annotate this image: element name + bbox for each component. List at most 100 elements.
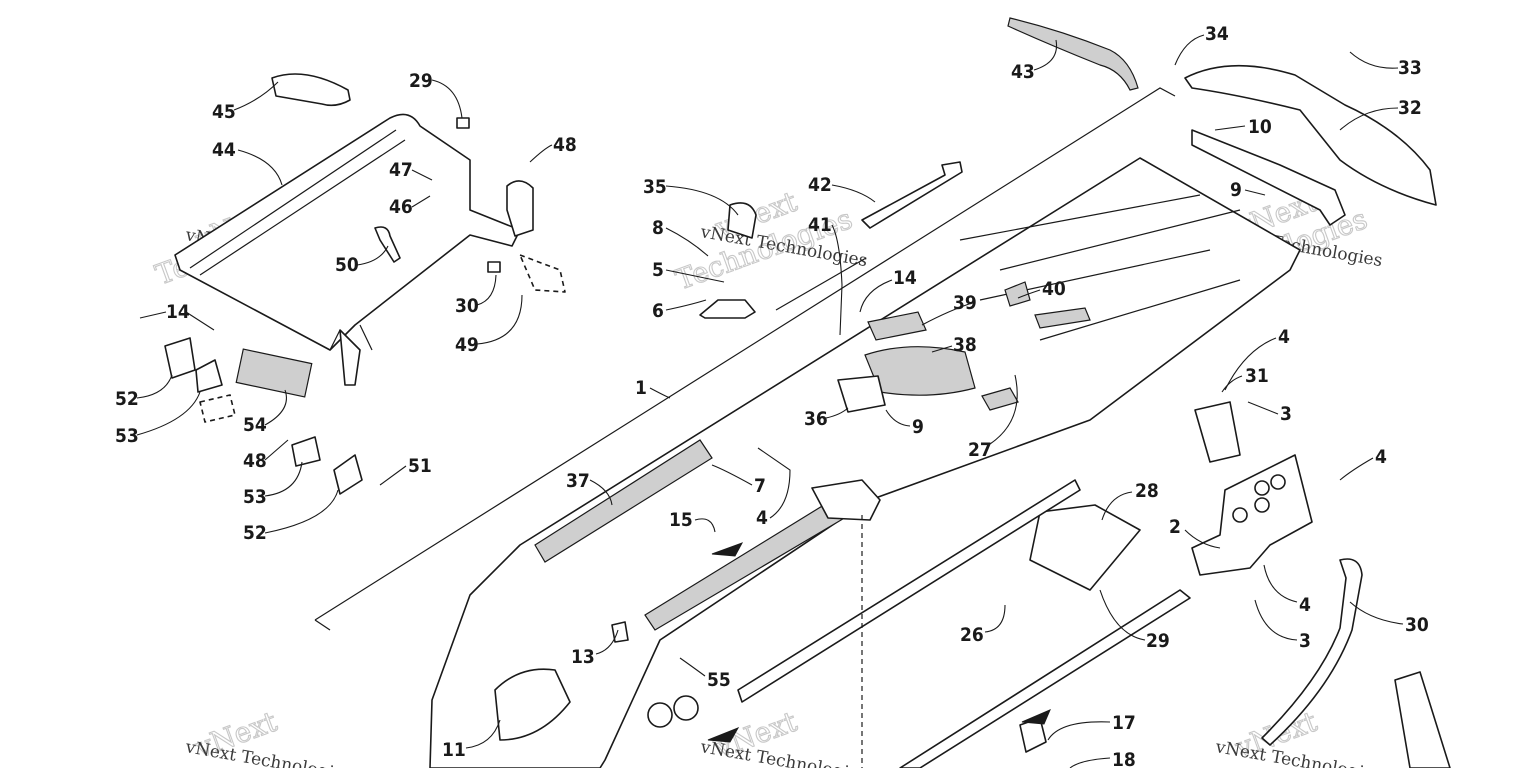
part-label-5: 5 xyxy=(652,259,664,281)
leader-13 xyxy=(595,629,619,655)
running-board-rail xyxy=(737,479,1081,703)
grab-handle-part xyxy=(1261,558,1363,746)
leader-40 xyxy=(1017,289,1041,299)
pad-small-part xyxy=(981,387,1019,411)
lower-rail-part xyxy=(899,589,1191,768)
part-label-13: 13 xyxy=(571,646,595,668)
pad-small-part xyxy=(1034,307,1091,329)
tunnel-body-part xyxy=(429,157,1301,768)
leader-11 xyxy=(465,719,501,749)
trim-rod-part xyxy=(775,257,867,311)
part-label-7: 7 xyxy=(754,475,766,497)
arrow-marker-icon xyxy=(707,727,740,743)
part-label-36: 36 xyxy=(804,408,828,430)
leader-47 xyxy=(411,169,433,181)
part-label-3b: 3 xyxy=(1299,630,1311,652)
part-label-45: 45 xyxy=(212,101,236,123)
pad-small-part xyxy=(867,311,927,341)
callouts: 45 44 29 48 47 46 50 30 49 14 52 53 54 4… xyxy=(115,23,1429,768)
leader-6 xyxy=(665,299,707,311)
bracket-small-part xyxy=(611,621,629,643)
leader-48b xyxy=(264,439,289,461)
plate-hole xyxy=(1270,474,1286,490)
flap-part xyxy=(1007,17,1139,91)
leader-18 xyxy=(1069,757,1111,768)
leader-43 xyxy=(1033,39,1058,71)
part-label-38: 38 xyxy=(953,334,977,356)
part-label-4b: 4 xyxy=(1375,446,1387,468)
leader-26 xyxy=(984,604,1006,633)
leader-36 xyxy=(825,407,849,419)
leader-42 xyxy=(831,184,876,203)
leader-55 xyxy=(679,657,706,677)
leader-44 xyxy=(237,149,283,186)
leader-2 xyxy=(1184,529,1221,549)
leader-38 xyxy=(931,345,953,353)
leader-35 xyxy=(665,185,739,216)
part-label-50: 50 xyxy=(335,254,359,276)
bumper-frame-part xyxy=(174,113,521,351)
rear-cap-part xyxy=(1184,64,1437,206)
leader-30b xyxy=(1349,601,1404,625)
leader-17 xyxy=(1047,721,1111,741)
rear-bumper-assembly xyxy=(164,73,566,495)
leader-53 xyxy=(136,391,201,436)
leader-27 xyxy=(989,374,1018,445)
leader-9 xyxy=(1244,189,1266,196)
part-label-15: 15 xyxy=(669,509,693,531)
arrow-marker-icon xyxy=(1021,709,1051,725)
side-plate-part xyxy=(1191,454,1313,576)
cover-plate-part xyxy=(494,668,571,741)
leader-8 xyxy=(665,227,709,257)
leader-4 xyxy=(1224,337,1277,391)
leader-34 xyxy=(1174,34,1205,66)
leader-4b xyxy=(1339,457,1374,481)
part-label-53b: 53 xyxy=(243,486,267,508)
part-label-37: 37 xyxy=(566,470,590,492)
center-bracket-part xyxy=(837,375,886,413)
part-label-52: 52 xyxy=(115,388,139,410)
arrow-marker-icon xyxy=(711,542,744,557)
part-label-14: 14 xyxy=(166,301,190,323)
part-label-32: 32 xyxy=(1398,97,1422,119)
frame-boundary-line xyxy=(314,87,1176,621)
part-label-41: 41 xyxy=(808,214,832,236)
rear-rail-part xyxy=(1191,129,1346,226)
leader-32 xyxy=(1339,107,1399,131)
part-label-49: 49 xyxy=(455,334,479,356)
leader-29b xyxy=(1099,589,1146,641)
leader-9b xyxy=(885,409,911,427)
leader-29 xyxy=(431,79,463,119)
leader-28 xyxy=(1101,491,1133,521)
leader-4d xyxy=(1263,564,1298,603)
leader-33 xyxy=(1349,51,1399,69)
bumper-clip-part xyxy=(456,117,470,129)
part-label-43: 43 xyxy=(1011,61,1035,83)
assembly-outline xyxy=(314,87,1176,631)
part-label-4: 4 xyxy=(1278,326,1290,348)
plate-hole xyxy=(1254,497,1270,513)
part-label-40: 40 xyxy=(1042,278,1066,300)
leader-10 xyxy=(1214,125,1246,131)
leader-3 xyxy=(1247,401,1279,415)
part-label-53: 53 xyxy=(115,425,139,447)
bumper-elbow-part xyxy=(506,180,534,237)
part-label-28: 28 xyxy=(1135,480,1159,502)
bumper-clip-part xyxy=(487,261,501,273)
tunnel-pad-part xyxy=(864,346,976,396)
handle-clip-part xyxy=(374,226,401,263)
center-mount-part xyxy=(811,479,881,521)
frame-boundary-tick xyxy=(314,619,331,631)
part-label-54: 54 xyxy=(243,414,267,436)
leader-49 xyxy=(476,294,523,345)
bracket-part xyxy=(333,454,363,495)
part-label-39: 39 xyxy=(953,292,977,314)
leader-14b xyxy=(859,279,893,313)
bracket-part xyxy=(291,436,321,467)
part-label-30b: 30 xyxy=(1405,614,1429,636)
taillight-part xyxy=(699,299,756,319)
part-label-6: 6 xyxy=(652,300,664,322)
running-board-part xyxy=(1029,504,1141,591)
bumper-cap-part xyxy=(271,73,351,107)
part-label-30: 30 xyxy=(455,295,479,317)
